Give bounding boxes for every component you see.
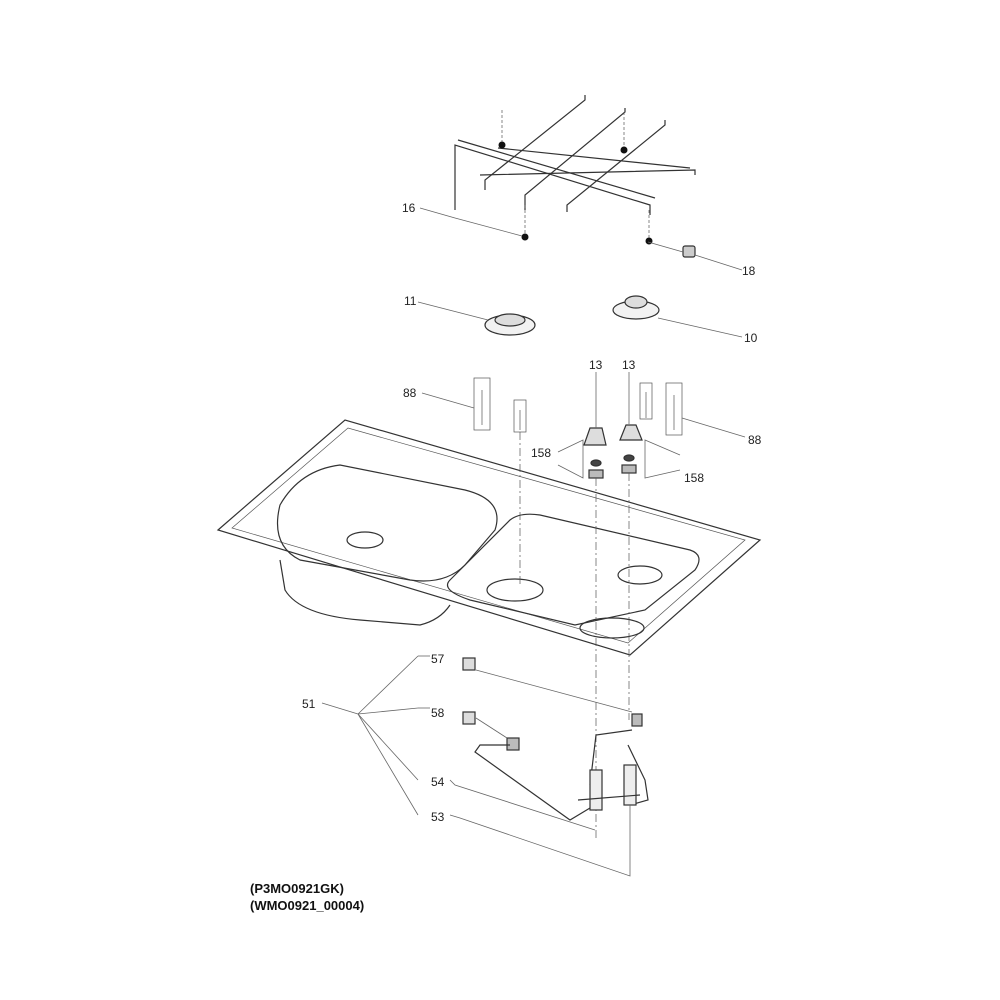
leader-lines	[321, 207, 746, 877]
callout-11: 11	[404, 294, 417, 308]
model-code-primary: (P3MO0921GK)	[250, 881, 344, 896]
callout-88-left: 88	[403, 386, 417, 400]
callout-58: 58	[431, 706, 445, 720]
callout-158-left: 158	[531, 446, 551, 460]
callout-57: 57	[431, 652, 445, 666]
sink-hob-unit	[216, 419, 762, 656]
rubber-foot-18	[682, 245, 696, 258]
grate-feet	[498, 141, 653, 245]
callout-10: 10	[744, 331, 758, 345]
callout-13-right: 13	[622, 358, 636, 372]
gas-valves-and-pipes	[462, 657, 649, 821]
callout-51: 51	[302, 697, 316, 711]
callout-16: 16	[402, 201, 416, 215]
control-knobs-13	[583, 424, 643, 479]
pan-support-grate	[454, 95, 696, 215]
callout-13-left: 13	[589, 358, 603, 372]
callout-18: 18	[742, 264, 756, 278]
callout-53: 53	[431, 810, 445, 824]
model-code-secondary: (WMO0921_00004)	[250, 898, 365, 913]
callout-88-right: 88	[748, 433, 762, 447]
callout-158-right: 158	[684, 471, 704, 485]
spark-electrodes-88	[473, 377, 683, 436]
burner-cap-10	[612, 295, 660, 320]
burner-cap-11	[484, 313, 536, 336]
callout-54: 54	[431, 775, 445, 789]
